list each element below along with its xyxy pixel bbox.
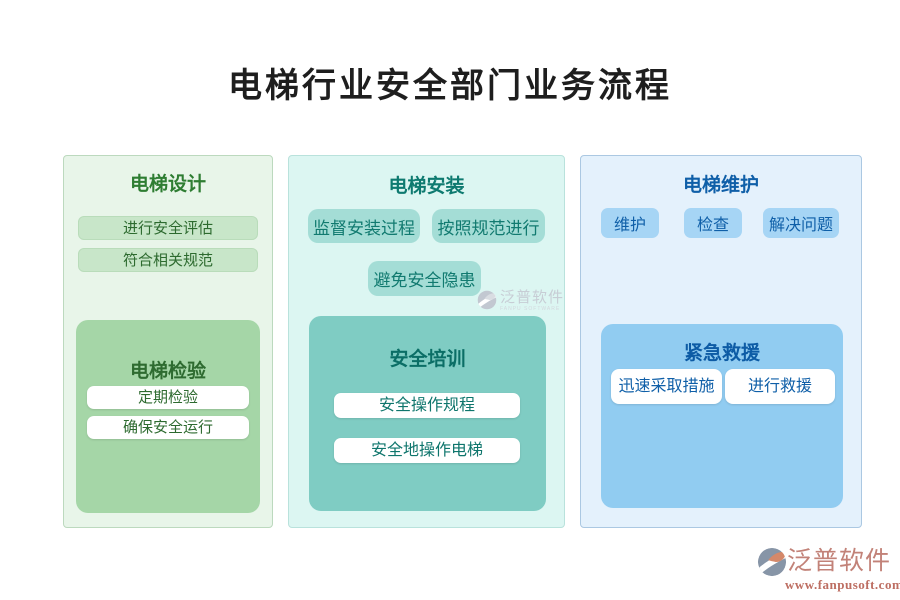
column-header: 电梯安装 bbox=[388, 176, 465, 197]
watermark-center: 泛普软件 FANPU SOFTWARE bbox=[477, 290, 564, 315]
watermark-brand-text: 泛普软件 bbox=[500, 289, 565, 306]
watermark-subtext: FANPU SOFTWARE bbox=[500, 306, 561, 312]
process-item: 确保安全运行 bbox=[87, 416, 249, 439]
column-elevator-maintenance: 电梯维护 维护 检查 解决问题 紧急救援 迅速采取措施 进行救援 bbox=[580, 155, 862, 528]
fanpu-logo-icon bbox=[757, 547, 787, 577]
fanpu-logo-icon bbox=[477, 290, 497, 315]
watermark-url-text: www.fanpusoft.com bbox=[785, 577, 900, 592]
process-item: 解决问题 bbox=[763, 208, 839, 238]
page-title: 电梯行业安全部门业务流程 bbox=[228, 67, 672, 105]
column-elevator-installation: 电梯安装 监督安装过程 按照规范进行 避免安全隐患 安全培训 安全操作规程 安全… bbox=[288, 155, 565, 528]
process-item: 检查 bbox=[684, 208, 742, 238]
watermark-corner: 泛普软件 www.fanpusoft.com bbox=[757, 547, 900, 593]
process-item: 安全地操作电梯 bbox=[334, 438, 520, 463]
process-item: 进行安全评估 bbox=[78, 216, 258, 240]
column-header: 电梯维护 bbox=[682, 175, 759, 196]
column-elevator-design: 电梯设计 进行安全评估 符合相关规范 电梯检验 定期检验 确保安全运行 bbox=[63, 155, 273, 528]
subpanel-elevator-inspection: 电梯检验 定期检验 确保安全运行 bbox=[76, 320, 260, 513]
process-item: 避免安全隐患 bbox=[368, 261, 481, 296]
process-item: 定期检验 bbox=[87, 386, 249, 409]
process-item: 迅速采取措施 bbox=[611, 369, 722, 404]
process-item: 符合相关规范 bbox=[78, 248, 258, 272]
subpanel-header: 安全培训 bbox=[389, 349, 466, 370]
process-item: 安全操作规程 bbox=[334, 393, 520, 418]
subpanel-safety-training: 安全培训 安全操作规程 安全地操作电梯 bbox=[309, 316, 546, 511]
subpanel-header: 紧急救援 bbox=[683, 343, 760, 364]
process-item: 进行救援 bbox=[725, 369, 835, 404]
process-item: 维护 bbox=[601, 208, 659, 238]
subpanel-header: 电梯检验 bbox=[129, 361, 206, 382]
watermark-brand-text: 泛普软件 bbox=[787, 548, 892, 575]
process-item: 按照规范进行 bbox=[432, 209, 545, 243]
process-item: 监督安装过程 bbox=[308, 209, 420, 243]
subpanel-emergency-rescue: 紧急救援 迅速采取措施 进行救援 bbox=[601, 324, 843, 508]
column-header: 电梯设计 bbox=[129, 174, 206, 195]
